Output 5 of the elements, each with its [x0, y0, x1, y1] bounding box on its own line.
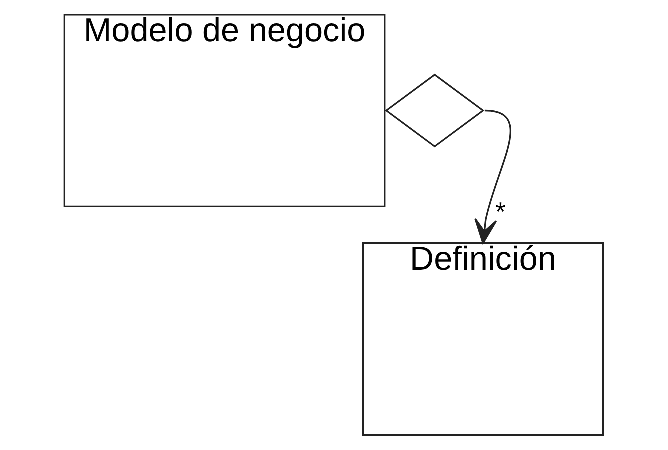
arrow: [474, 110, 512, 244]
node-box: Definición: [362, 242, 604, 436]
node-diamond: [385, 74, 485, 148]
edge-label: *: [495, 197, 506, 228]
node-box: Modelo de negocio: [64, 14, 386, 208]
